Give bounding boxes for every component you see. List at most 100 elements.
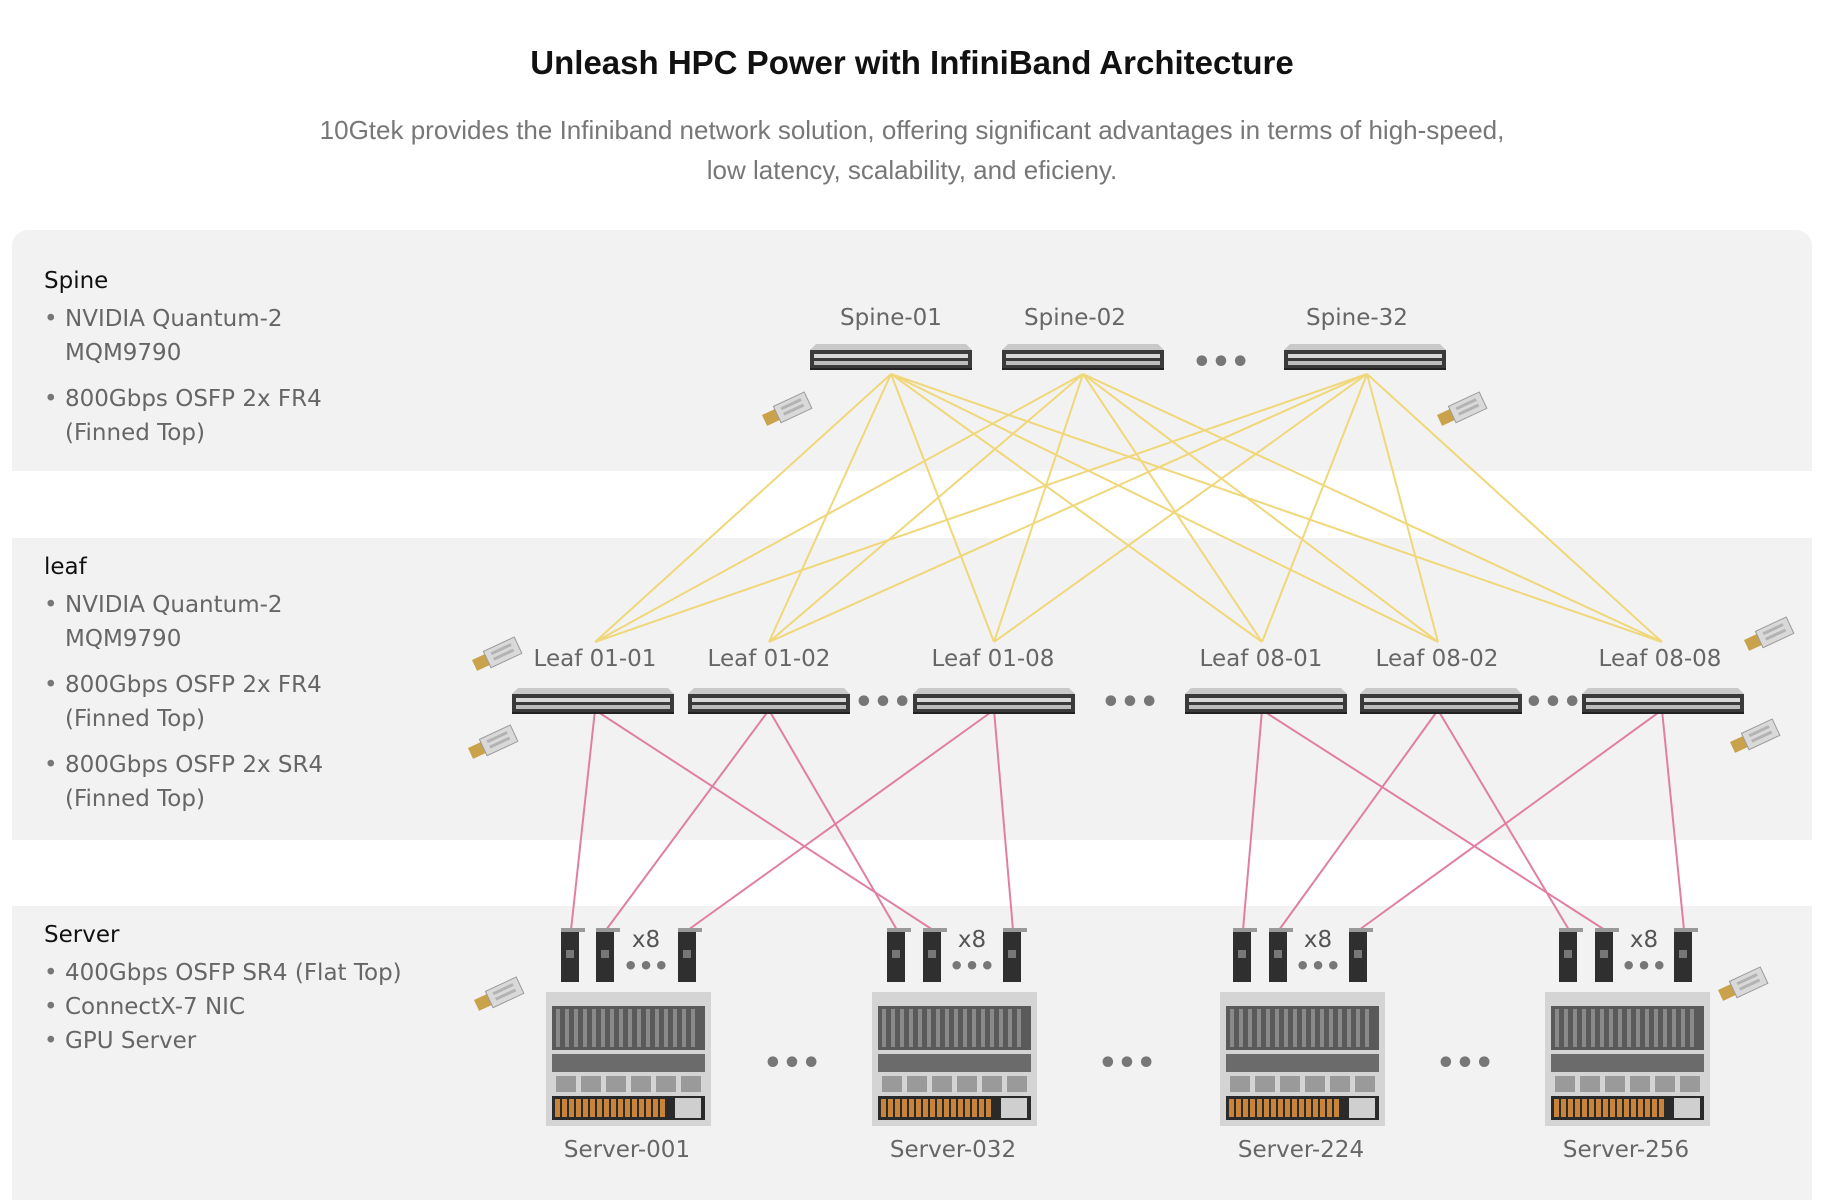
server-drive xyxy=(1568,1099,1573,1117)
nic-bracket xyxy=(1349,928,1373,932)
server-vent-slot xyxy=(927,1009,931,1047)
server-module xyxy=(1630,1076,1650,1092)
server-module xyxy=(1580,1076,1600,1092)
switch-ports xyxy=(692,698,846,702)
server-drive xyxy=(569,1099,574,1117)
server-vent-slot xyxy=(1645,1009,1649,1047)
spine-label: Spine-01 xyxy=(840,305,942,331)
server-vent-slot xyxy=(592,1009,596,1047)
switch-top xyxy=(688,688,850,694)
spine-leaf-link xyxy=(993,373,1368,643)
server-vent-slot xyxy=(1690,1009,1694,1047)
switch-edge xyxy=(1284,368,1446,370)
server-module xyxy=(957,1076,977,1092)
switch-edge xyxy=(913,712,1075,714)
nic-card xyxy=(561,928,585,982)
server-vent-slot xyxy=(574,1009,578,1047)
spine-leaf-link xyxy=(768,373,1084,643)
server-label: Server-224 xyxy=(1238,1137,1364,1163)
nic-card xyxy=(1003,928,1027,982)
server-drive xyxy=(646,1099,651,1117)
switch-ports xyxy=(1288,354,1442,358)
nic-bracket xyxy=(1595,928,1619,932)
server-vent-slot xyxy=(1347,1009,1351,1047)
server-drive xyxy=(1652,1099,1657,1117)
transceiver-fin xyxy=(489,736,511,749)
switch-front xyxy=(1284,350,1446,370)
switch-top xyxy=(810,344,972,350)
switch-ports xyxy=(917,705,1071,709)
nic-bracket xyxy=(1559,928,1583,932)
server-drive xyxy=(1264,1099,1269,1117)
server-vent-slot xyxy=(1618,1009,1622,1047)
spine-label: Spine-32 xyxy=(1306,305,1408,331)
switch-ports xyxy=(692,705,846,709)
server-vent-slot xyxy=(1654,1009,1658,1047)
server-drive xyxy=(562,1099,567,1117)
server-vent-slot xyxy=(1555,1009,1559,1047)
nic-card xyxy=(678,928,702,982)
server-drive xyxy=(639,1099,644,1117)
switch-ports xyxy=(1288,361,1442,365)
switch-edge xyxy=(1002,368,1164,370)
transceiver-connector xyxy=(762,409,780,426)
transceiver-fin xyxy=(1765,628,1787,641)
ellipsis: ••• xyxy=(1524,685,1582,720)
server-vent-slot xyxy=(990,1009,994,1047)
ellipsis: ••• xyxy=(1192,345,1250,380)
server-vent-slot xyxy=(1627,1009,1631,1047)
server-vent-slot xyxy=(900,1009,904,1047)
server-vent-slot xyxy=(999,1009,1003,1047)
server-module xyxy=(1605,1076,1625,1092)
ellipsis: ••• xyxy=(1101,685,1159,720)
nic-bracket xyxy=(596,928,620,932)
server-gpu-tray xyxy=(552,1054,705,1072)
leaf-server-link xyxy=(993,709,1014,931)
server-drive xyxy=(1554,1099,1559,1117)
server-drive xyxy=(965,1099,970,1117)
server-vent-slot xyxy=(882,1009,886,1047)
server-module xyxy=(631,1076,651,1092)
switch-front xyxy=(688,694,850,714)
server-drive xyxy=(1561,1099,1566,1117)
switch-edge xyxy=(1185,712,1347,714)
switch-ports xyxy=(1586,705,1740,709)
server-vent-slot xyxy=(1017,1009,1021,1047)
nic-bracket xyxy=(923,928,947,932)
leaf-switch xyxy=(1582,688,1744,714)
server-drive xyxy=(1306,1099,1311,1117)
server-vent-slot xyxy=(1582,1009,1586,1047)
leaf-server-link xyxy=(605,709,770,931)
server-drive xyxy=(611,1099,616,1117)
server-drive xyxy=(1631,1099,1636,1117)
server-drive xyxy=(1575,1099,1580,1117)
server-section: Server 400Gbps OSFP SR4 (Flat Top) Conne… xyxy=(44,922,402,1058)
transceiver-fin xyxy=(1739,978,1761,991)
leaf-label: Leaf 08-01 xyxy=(1200,646,1323,672)
transceiver-body xyxy=(1740,718,1781,751)
server-drive xyxy=(1659,1099,1664,1117)
server-module xyxy=(907,1076,927,1092)
server-drive xyxy=(1320,1099,1325,1117)
server-vent-slot xyxy=(1663,1009,1667,1047)
server-panel xyxy=(1349,1098,1375,1118)
switch-top xyxy=(1582,688,1744,694)
spine-leaf-link xyxy=(594,373,1084,643)
server-drive xyxy=(1638,1099,1643,1117)
server-gpu-tray xyxy=(878,1054,1031,1072)
server-drive xyxy=(909,1099,914,1117)
ellipsis: ••• xyxy=(1098,1046,1156,1081)
server-vent-slot xyxy=(1609,1009,1613,1047)
server-item-nic: ConnectX-7 NIC xyxy=(44,990,402,1024)
spine-leaf-link xyxy=(993,373,1084,643)
leaf-item-fr4: 800Gbps OSFP 2x FR4 (Finned Top) xyxy=(44,668,323,736)
leaf-section-title: leaf xyxy=(44,554,87,580)
switch-top xyxy=(1002,344,1164,350)
transceiver-icon xyxy=(468,724,519,759)
transceiver-body xyxy=(1754,616,1795,649)
server-vent-slot xyxy=(637,1009,641,1047)
server-vent-slot xyxy=(655,1009,659,1047)
transceiver-body xyxy=(482,636,523,669)
server-vent-slot xyxy=(1008,1009,1012,1047)
transceiver-fin xyxy=(783,403,805,416)
